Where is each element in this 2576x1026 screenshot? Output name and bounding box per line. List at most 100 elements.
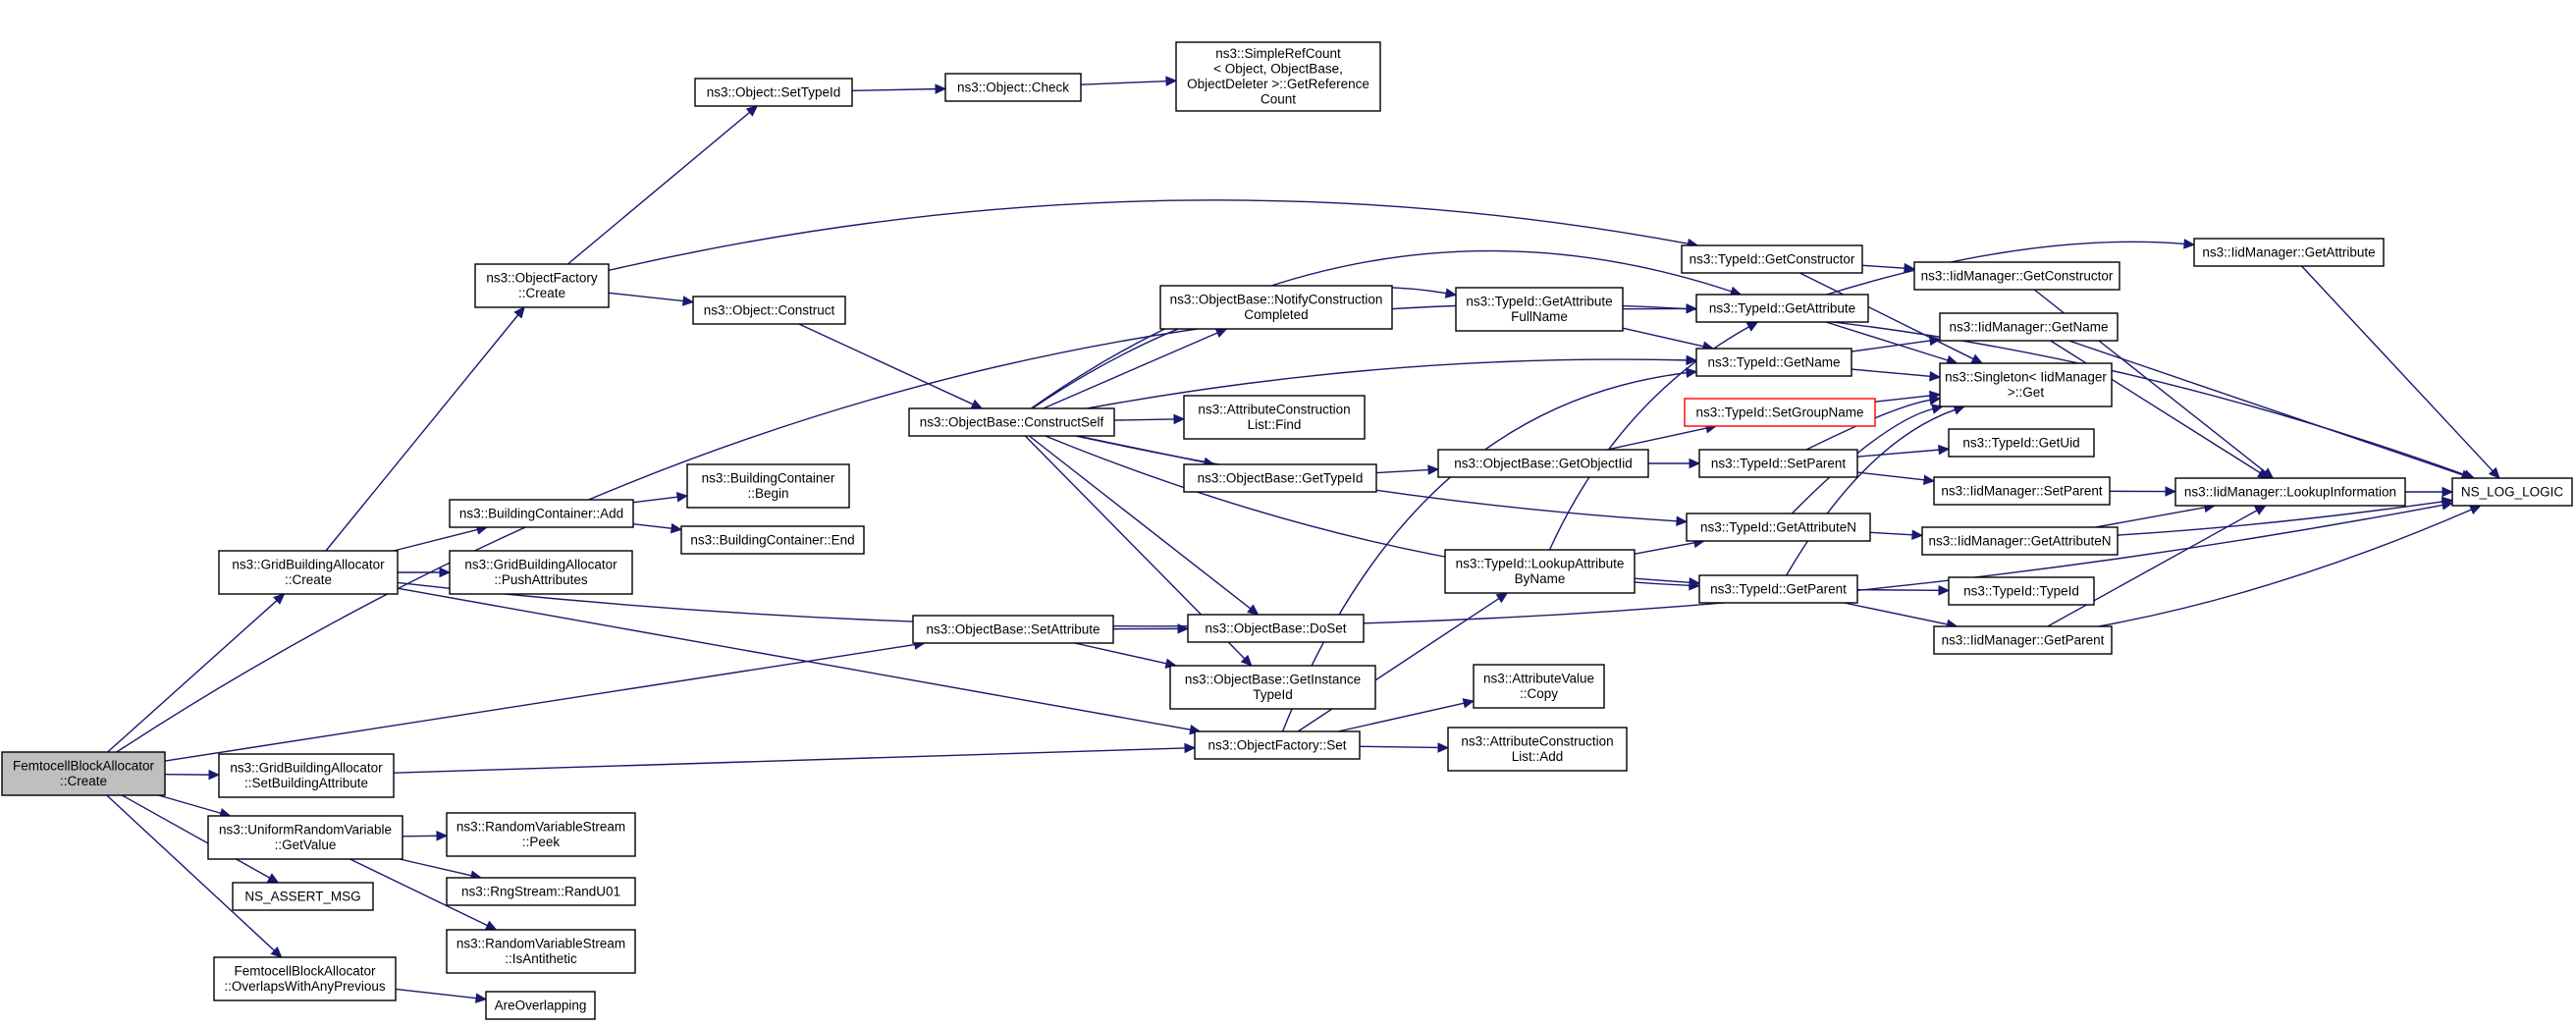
node-iid-getparent[interactable]: ns3::IidManager::GetParent: [1933, 625, 2113, 655]
node-obj-settypeid[interactable]: ns3::Object::SetTypeId: [694, 78, 853, 107]
edge-line: [608, 292, 684, 302]
node-rvs-peek[interactable]: ns3::RandomVariableStream::Peek: [446, 812, 636, 857]
node-box: [2174, 477, 2406, 507]
edge-arrowhead: [1938, 444, 1951, 456]
node-box: [680, 525, 865, 555]
node-obj-construct[interactable]: ns3::Object::Construct: [692, 296, 846, 325]
edge-line: [1359, 745, 1439, 749]
edge-line: [1080, 80, 1167, 85]
node-singleton-get[interactable]: ns3::Singleton< IidManager>::Get: [1939, 362, 2113, 407]
node-box: [1437, 449, 1649, 478]
node-ob-doset[interactable]: ns3::ObjectBase::DoSet: [1187, 614, 1365, 643]
node-box: [1695, 294, 1869, 323]
edge-of_create-to-tid_getconstructor: [608, 199, 1699, 272]
node-box: [2193, 238, 2385, 267]
edge-iid_getname-to-iid_lookupinfo: [2050, 340, 2270, 479]
node-tid-getuid[interactable]: ns3::TypeId::GetUid: [1948, 428, 2095, 458]
node-root[interactable]: FemtocellBlockAllocator::Create: [1, 751, 166, 796]
edge-arrowhead: [1929, 370, 1942, 382]
node-box: [1695, 348, 1852, 377]
node-iid-lookupinfo[interactable]: ns3::IidManager::LookupInformation: [2174, 477, 2406, 507]
node-obj-check[interactable]: ns3::Object::Check: [944, 73, 1082, 102]
edge-arrowhead: [2441, 496, 2454, 508]
node-bc-add[interactable]: ns3::BuildingContainer::Add: [449, 499, 634, 528]
edge-line: [1869, 531, 1913, 536]
node-iid-getattributen[interactable]: ns3::IidManager::GetAttributeN: [1921, 526, 2119, 556]
edge-arrowhead: [1904, 262, 1916, 274]
edge-line: [2068, 340, 2463, 476]
node-iid-setparent[interactable]: ns3::IidManager::SetParent: [1933, 476, 2111, 506]
node-box: [1933, 625, 2113, 655]
node-gba-push[interactable]: ns3::GridBuildingAllocator::PushAttribut…: [449, 550, 633, 595]
edge-line: [1622, 327, 1704, 348]
node-box: [912, 615, 1114, 644]
node-gba-setattr[interactable]: ns3::GridBuildingAllocator::SetBuildingA…: [218, 753, 395, 798]
node-label: NS_LOG_LOGIC: [2461, 484, 2564, 499]
node-box: [1, 751, 166, 796]
node-gba-create[interactable]: ns3::GridBuildingAllocator::Create: [218, 550, 399, 595]
node-label: ns3::BuildingContainer::End: [690, 532, 854, 547]
node-label: ns3::ObjectFactory::Set: [1208, 737, 1346, 752]
edge-iid_getattributen-to-ns_log_logic: [2117, 496, 2454, 536]
node-tid-setparent[interactable]: ns3::TypeId::SetParent: [1698, 449, 1858, 478]
edge-line: [1075, 435, 1678, 522]
node-ob-getobjectiid[interactable]: ns3::ObjectBase::GetObjectIid: [1437, 449, 1649, 478]
node-av-copy[interactable]: ns3::AttributeValue::Copy: [1473, 664, 1605, 709]
edge-arrowhead: [1938, 585, 1951, 596]
node-label: ns3::RandomVariableStream: [456, 937, 625, 951]
node-ob-constructself[interactable]: ns3::ObjectBase::ConstructSelf: [908, 407, 1115, 437]
node-label: ns3::TypeId::GetAttribute: [1466, 295, 1612, 309]
node-tid-typeid[interactable]: ns3::TypeId::TypeId: [1948, 576, 2095, 606]
node-tid-setgroupname[interactable]: ns3::TypeId::SetGroupName: [1684, 398, 1876, 427]
node-fba-overlaps[interactable]: FemtocellBlockAllocator::OverlapsWithAny…: [213, 956, 397, 1001]
node-iid-getname[interactable]: ns3::IidManager::GetName: [1939, 312, 2119, 342]
node-are-overlapping[interactable]: AreOverlapping: [485, 991, 596, 1020]
node-label: AreOverlapping: [495, 998, 587, 1012]
node-tid-getattribute[interactable]: ns3::TypeId::GetAttribute: [1695, 294, 1869, 323]
edge-arrowhead: [484, 920, 498, 931]
node-ob-gettypeid[interactable]: ns3::ObjectBase::GetTypeId: [1183, 463, 1377, 493]
node-bc-begin[interactable]: ns3::BuildingContainer::Begin: [686, 463, 850, 509]
node-ns-assert[interactable]: NS_ASSERT_MSG: [232, 882, 374, 911]
edge-root-to-urv_getvalue: [158, 794, 232, 819]
node-label: ::Peek: [522, 835, 561, 849]
edge-of_set-to-tid_lookupattr: [1297, 592, 1509, 732]
edge-ob_constructself-to-acl_find: [1113, 413, 1186, 425]
edge-line: [2117, 501, 2443, 536]
node-ob-notify[interactable]: ns3::ObjectBase::NotifyConstructionCompl…: [1159, 285, 1393, 330]
edge-arrowhead: [1184, 742, 1197, 754]
node-iid-getconstructor[interactable]: ns3::IidManager::GetConstructor: [1913, 261, 2120, 291]
node-simplerefcount[interactable]: ns3::SimpleRefCount< Object, ObjectBase,…: [1175, 41, 1381, 112]
node-tid-getparent[interactable]: ns3::TypeId::GetParent: [1698, 574, 1858, 604]
node-iid-getattribute[interactable]: ns3::IidManager::GetAttribute: [2193, 238, 2385, 267]
node-label: ns3::Object::SetTypeId: [707, 84, 841, 99]
node-box: [908, 407, 1115, 437]
edge-arrowhead: [935, 83, 947, 94]
edge-of_create-to-obj_construct: [608, 292, 695, 306]
edge-arrowhead: [2165, 486, 2177, 497]
edge-line: [2098, 509, 2472, 627]
node-of-set[interactable]: ns3::ObjectFactory::Set: [1194, 730, 1361, 760]
node-tid-getname[interactable]: ns3::TypeId::GetName: [1695, 348, 1852, 377]
node-ns-log-logic[interactable]: NS_LOG_LOGIC: [2451, 477, 2573, 507]
node-box: [1948, 576, 2095, 606]
node-tid-getattributen[interactable]: ns3::TypeId::GetAttributeN: [1686, 513, 1871, 542]
edge-arrowhead: [1240, 654, 1253, 667]
node-bc-end[interactable]: ns3::BuildingContainer::End: [680, 525, 865, 555]
node-of-create[interactable]: ns3::ObjectFactory::Create: [474, 263, 610, 308]
edge-arrowhead: [270, 945, 283, 958]
node-box: [1681, 244, 1863, 274]
node-rvs-isanti[interactable]: ns3::RandomVariableStream::IsAntithetic: [446, 929, 636, 974]
node-rng-randu01[interactable]: ns3::RngStream::RandU01: [446, 877, 636, 906]
edge-arrowhead: [1686, 354, 1698, 366]
node-tid-getconstructor[interactable]: ns3::TypeId::GetConstructor: [1681, 244, 1863, 274]
node-label: ns3::IidManager::LookupInformation: [2184, 484, 2396, 499]
edge-arrowhead: [1427, 464, 1440, 475]
node-ob-setattribute[interactable]: ns3::ObjectBase::SetAttribute: [912, 615, 1114, 644]
node-urv-getvalue[interactable]: ns3::UniformRandomVariable::GetValue: [207, 815, 403, 860]
